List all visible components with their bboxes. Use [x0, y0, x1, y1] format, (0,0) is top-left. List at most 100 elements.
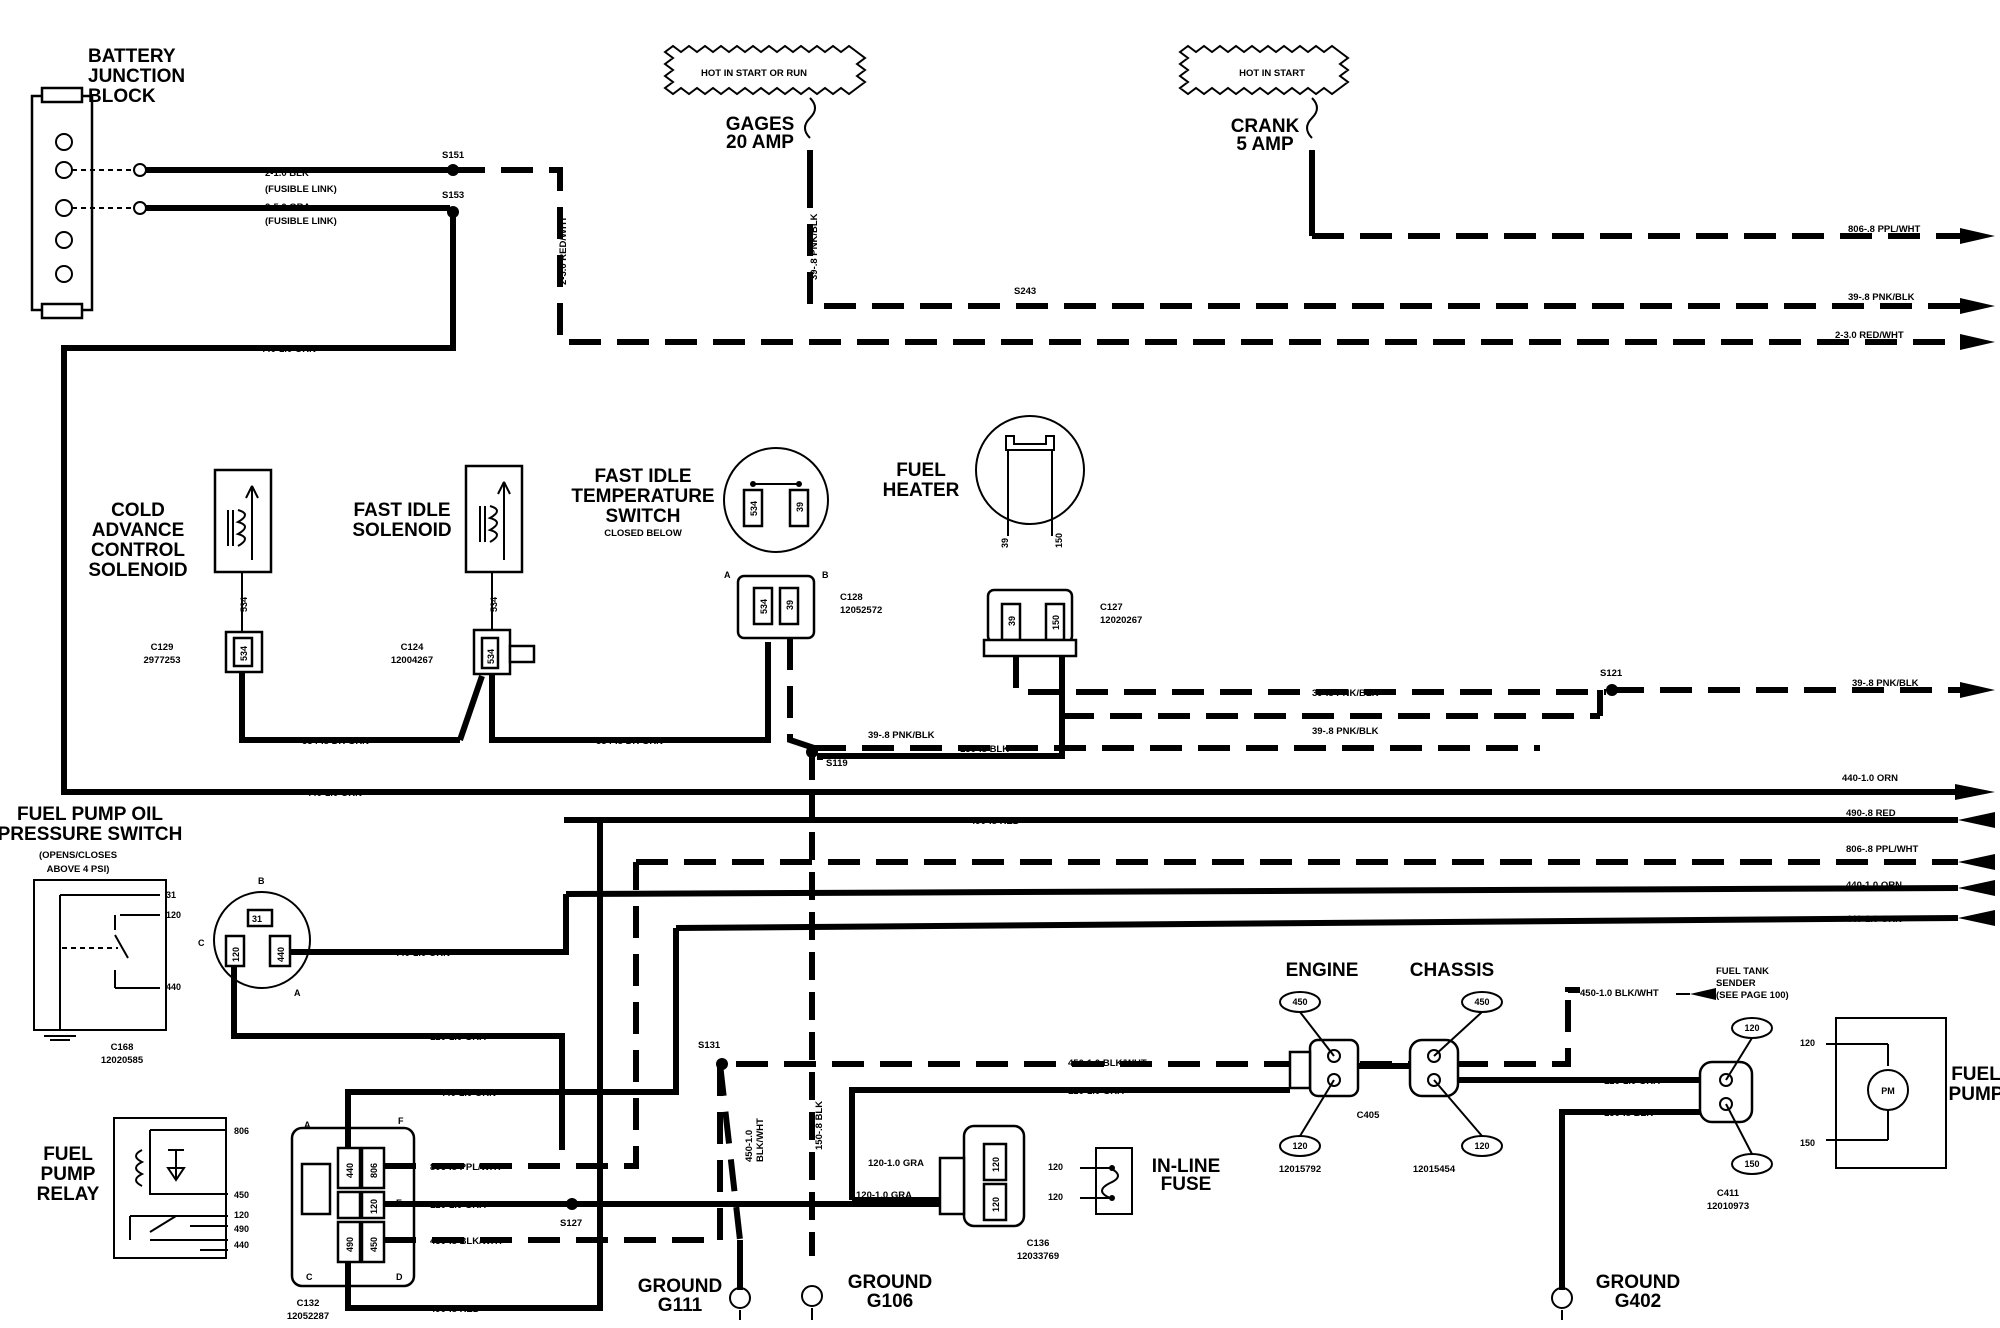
pin-31: 31 [252, 914, 262, 924]
fusible-link-label: (FUSIBLE LINK) [265, 184, 337, 195]
wire-label-490-right: 490-.8 RED [1846, 808, 1896, 819]
wire-label-534-b: 534-.8 DK GRN [596, 736, 663, 747]
pin-450: 450 [1292, 997, 1307, 1007]
pin-120: 120 [369, 1199, 379, 1214]
fast-idle-solenoid [464, 464, 524, 574]
hot-start-banner: HOT IN START [1178, 44, 1350, 96]
wire-label-490-red: 490-.8 RED [970, 816, 1020, 827]
wire-label-450-sender: 450-1.0 BLK/WHT [1580, 988, 1659, 999]
wire-label-120-relay: 120-1.0 GRA [430, 1200, 486, 1211]
connector-c129: 534 [224, 630, 264, 674]
pin-150: 150 [1054, 533, 1064, 548]
wire-label-150-c411: 150-.8 BLK [1604, 1108, 1653, 1119]
connector-c132: 440 806 120 490 450 [290, 1126, 416, 1288]
pin-120: 120 [1048, 1192, 1063, 1202]
pin-39: 39 [1000, 538, 1010, 548]
pin-450: 450 [369, 1237, 379, 1252]
wire-label-440-r1: 440-1.0 ORN [1842, 773, 1898, 784]
wire-label-806-relay: 806-.8 PPL/WHT [430, 1162, 503, 1173]
fusible-link-label: (FUSIBLE LINK) [265, 216, 337, 227]
pin-450: 450 [1474, 997, 1489, 1007]
pin-806: 806 [234, 1126, 249, 1136]
splice-s131: S131 [698, 1040, 721, 1051]
pin-120: 120 [991, 1197, 1001, 1212]
pin-a: A [294, 988, 301, 998]
pin-534: 534 [749, 501, 759, 516]
pin-440: 440 [276, 947, 286, 962]
wire-label-120-c136-a: 120-1.0 GRA [868, 1158, 924, 1169]
wire-label-806-right2: 806-.8 PPL/WHT [1846, 844, 1919, 855]
wire-label-450-blkwht: 450-1.0 BLK/WHT [1068, 1058, 1147, 1069]
pin-39: 39 [795, 502, 805, 512]
connector-c136: 120 120 [938, 1124, 1026, 1228]
battery-junction-block [30, 86, 94, 320]
connector-c128: 534 39 [736, 574, 816, 640]
pin-b: B [258, 876, 265, 886]
pin-806: 806 [369, 1163, 379, 1178]
pin-c: C [306, 1272, 313, 1282]
connector-c411: 120 150 [1698, 1017, 1773, 1175]
wire-label-440-top: 440-1.0 ORN [260, 344, 316, 355]
connector-c124: 534 [472, 628, 536, 676]
chassis-title: CHASSIS [1410, 960, 1494, 981]
wire-label-440-r3: 440-1.0 ORN [1846, 914, 1902, 925]
hot-start-run-banner: HOT IN START OR RUN [663, 44, 867, 96]
wire-label-450-relay: 450-.8 BLK/WHT [430, 1236, 504, 1247]
splice-s243: S243 [1014, 286, 1036, 297]
pin-150: 150 [1744, 1159, 1759, 1169]
pin-120: 120 [1800, 1038, 1815, 1048]
pin-120: 120 [234, 1210, 249, 1220]
splice-s151: S151 [442, 150, 465, 161]
wire-label-150-mid: 150-.8 BLK [960, 744, 1009, 755]
pin-b: B [822, 570, 829, 580]
wire-label-39-vertical: 39-.8 PNK/BLK [809, 213, 820, 280]
cold-advance-solenoid [213, 468, 273, 574]
pin-534: 534 [759, 599, 769, 614]
ground-g106-symbol [801, 1285, 823, 1320]
inline-fuse-symbol [1080, 1147, 1133, 1215]
oil-switch-connector: 31 120 440 [213, 891, 311, 989]
pin-440: 440 [166, 982, 181, 992]
wire-label-534-a: 534-.8 DK GRN [302, 736, 369, 747]
wire-label-806-right: 806-.8 PPL/WHT [1848, 224, 1921, 235]
wire-label-440-switch: 440-1.0 ORN [394, 948, 450, 959]
pin-440: 440 [345, 1163, 355, 1178]
wire-label-2-right: 2-3.0 RED/WHT [1835, 330, 1904, 341]
wire-label-120-c411: 120-1.0 GRA [1604, 1076, 1660, 1087]
engine-connector: 450 120 [1279, 991, 1360, 1157]
splice-s121: S121 [1600, 668, 1623, 679]
pin-150: 150 [1800, 1138, 1815, 1148]
wire-label-440-main: 440-1.0 ORN [306, 788, 362, 799]
engine-part-number: 12015792 [1279, 1164, 1321, 1175]
pin-534: 534 [239, 597, 249, 612]
pin-120: 120 [1474, 1141, 1489, 1151]
splice-dot [566, 1198, 578, 1210]
wire-label-150-vertical: 150-.8 BLK [814, 1101, 825, 1150]
wire-label-39-far: 39-.8 PNK/BLK [1852, 678, 1919, 689]
wire-label-39-h1: 39-.8 PNK/BLK [1312, 688, 1379, 699]
fast-idle-temp-switch: 534 39 [723, 447, 829, 553]
wire-label-450-vertical: 450-1.0BLK/WHT [744, 1118, 766, 1162]
pin-39: 39 [1007, 616, 1017, 626]
pin-120: 120 [231, 947, 241, 962]
pin-a: A [304, 1120, 311, 1130]
pin-534: 534 [489, 597, 499, 612]
pin-d: D [396, 1272, 403, 1282]
pin-490: 490 [345, 1237, 355, 1252]
pin-120: 120 [991, 1157, 1001, 1172]
